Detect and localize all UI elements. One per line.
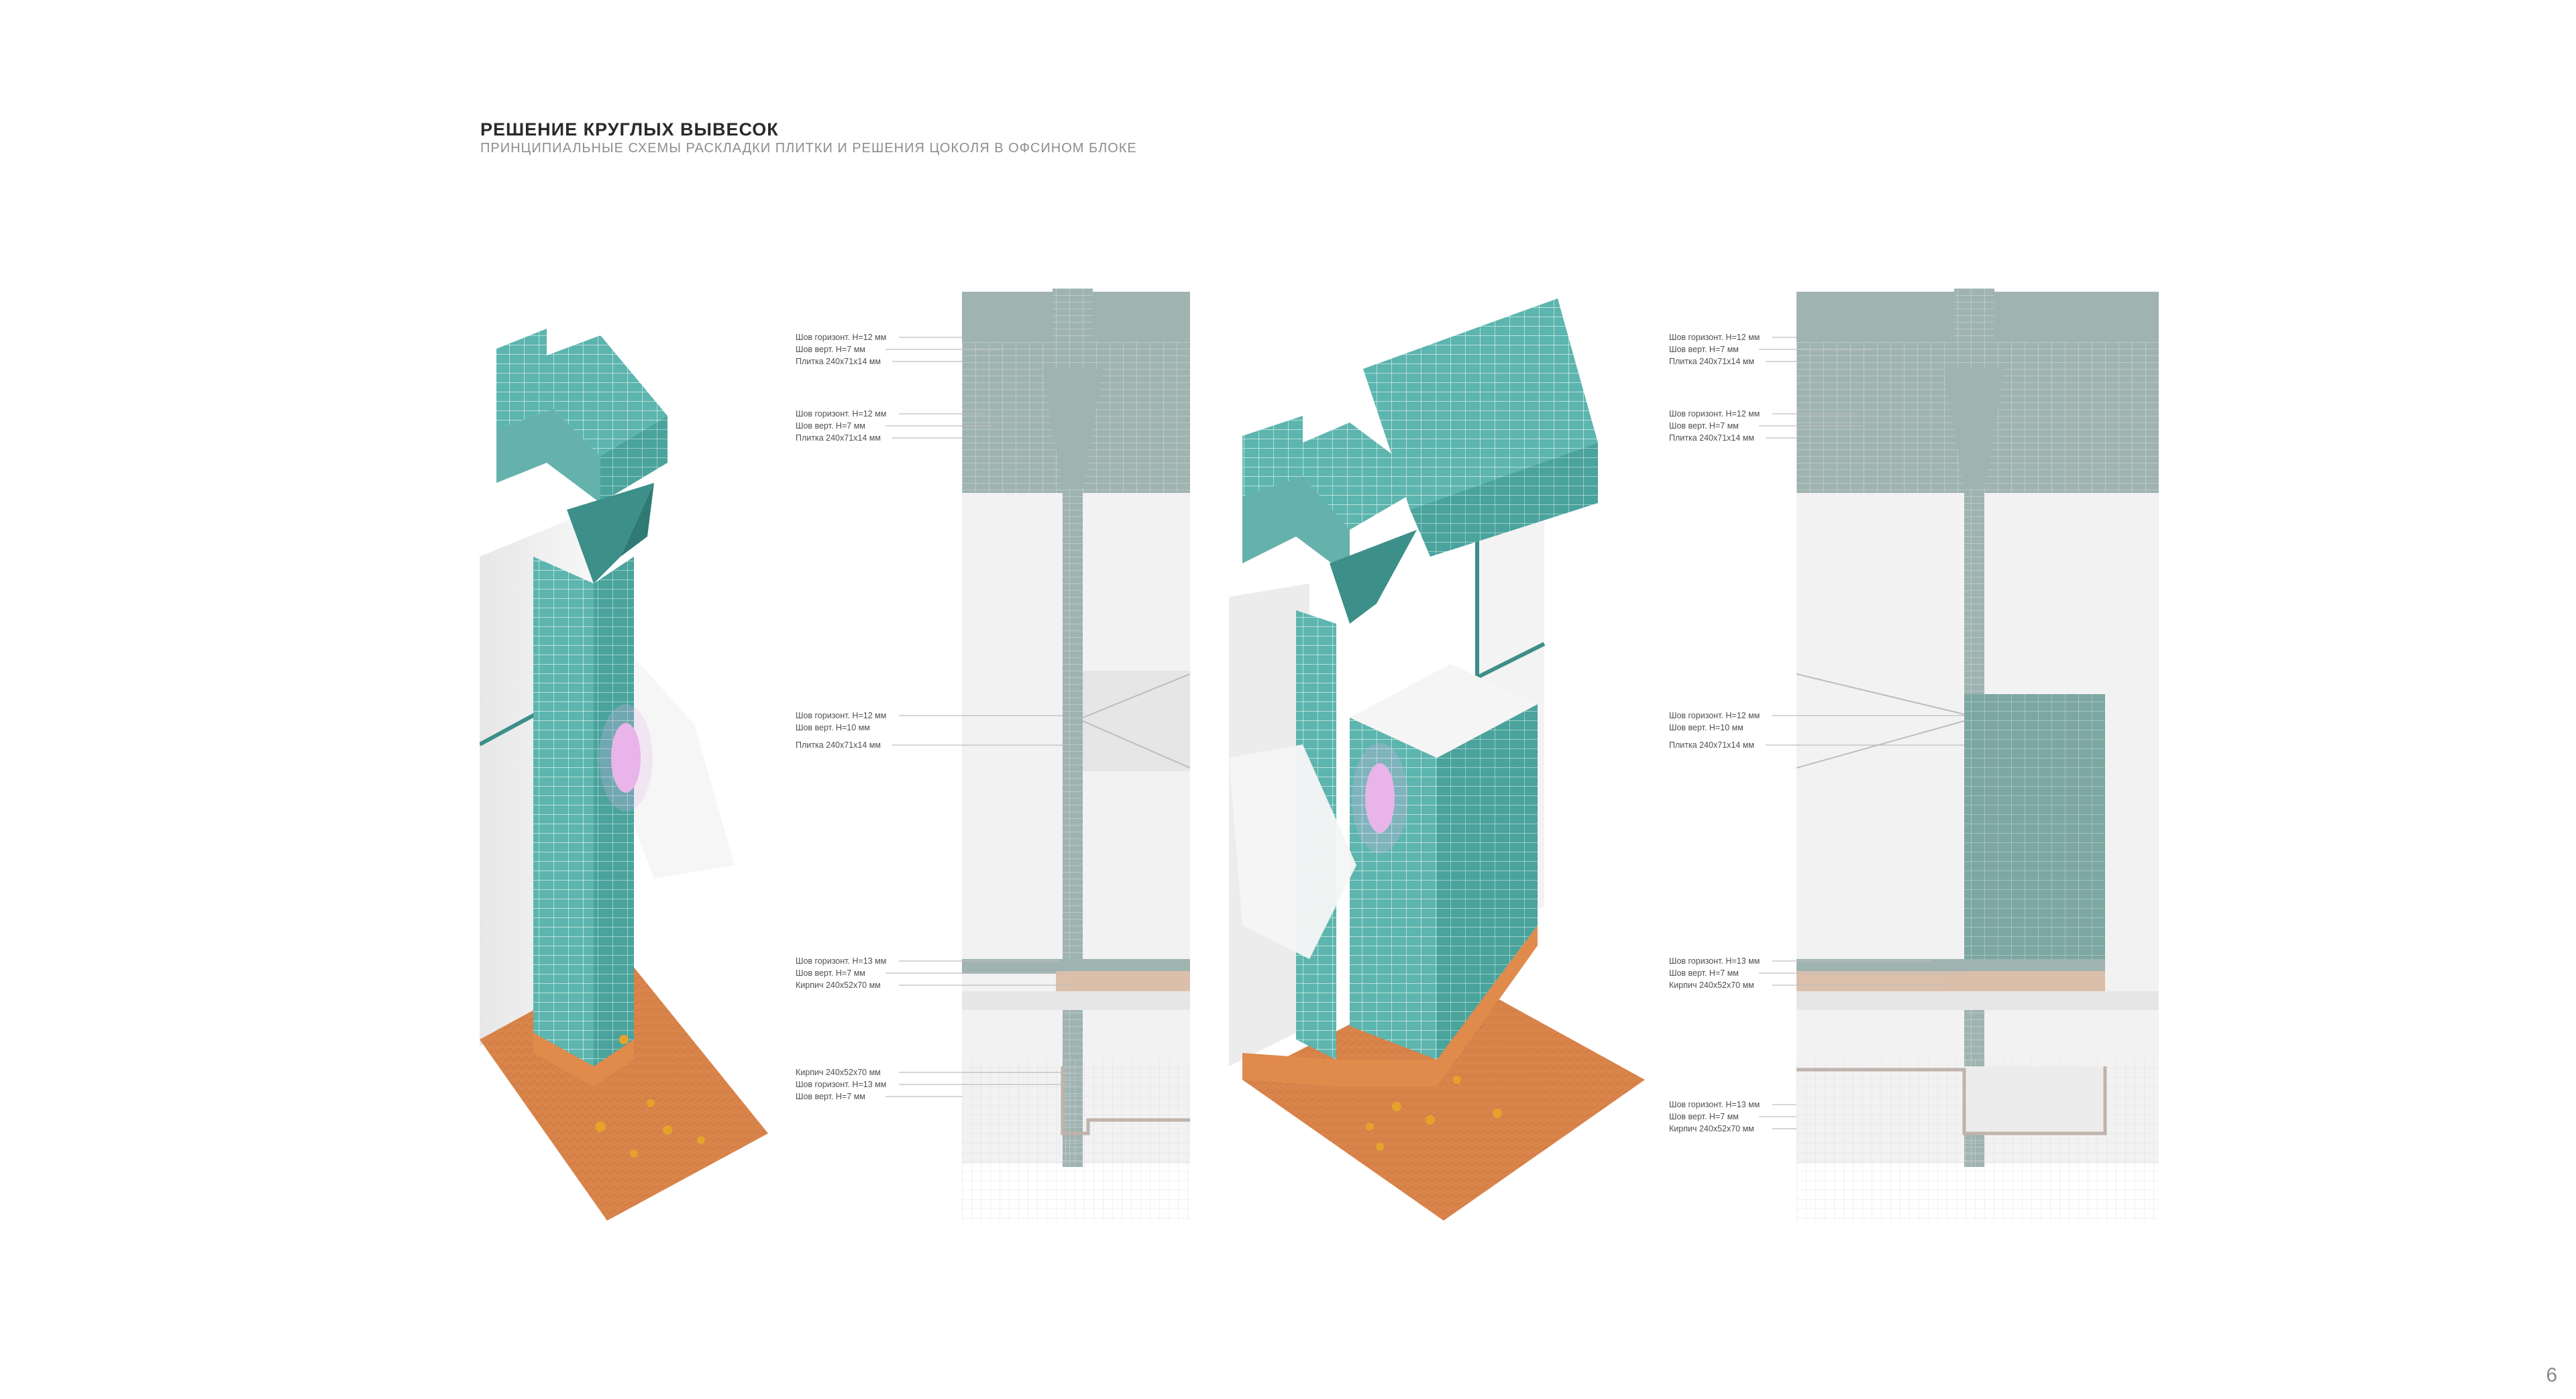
label-group-e2-base: Шов горизонт. H=13 мм Шов верт. H=7 мм К… bbox=[1669, 956, 1760, 990]
label-group-e1-top-2: Шов горизонт. H=12 мм Шов верт. H=7 мм П… bbox=[796, 409, 887, 443]
column-capital bbox=[1330, 530, 1417, 624]
column-capital-side bbox=[621, 483, 654, 557]
round-sign-glow bbox=[1352, 743, 1408, 853]
floor-decking bbox=[1242, 972, 1645, 1221]
axonometric-view-1 bbox=[480, 288, 775, 1227]
tiled-block-elevation bbox=[1964, 694, 2105, 962]
round-sign bbox=[1365, 763, 1395, 833]
glass-canopy bbox=[634, 657, 735, 879]
elevation-drawing-2 bbox=[1796, 288, 2159, 1221]
axonometric-view-2 bbox=[1229, 288, 1658, 1227]
fallen-leaves bbox=[595, 1035, 705, 1158]
tiled-block-side bbox=[1437, 704, 1538, 1060]
label-group-e2-top-2: Шов горизонт. H=12 мм Шов верт. H=7 мм П… bbox=[1669, 409, 1760, 443]
tiled-beam-long bbox=[1363, 298, 1598, 510]
plan-block-fill bbox=[1964, 1066, 2105, 1133]
round-sign bbox=[611, 723, 641, 793]
capital-elevation bbox=[1042, 369, 1103, 490]
brick-plinth bbox=[533, 1033, 634, 1086]
capital-elevation bbox=[1944, 369, 2004, 490]
label-group-e1-plan: Кирпич 240x52x70 мм Шов горизонт. H=13 м… bbox=[796, 1068, 887, 1101]
label-group-e2-top-1: Шов горизонт. H=12 мм Шов верт. H=7 мм П… bbox=[1669, 333, 1760, 366]
base-elevation bbox=[962, 959, 1190, 974]
elevation-drawing-1 bbox=[962, 288, 1190, 1221]
tiled-column-side bbox=[594, 557, 634, 1066]
tiled-beam-side bbox=[600, 416, 667, 503]
column-head bbox=[1954, 288, 1994, 342]
label-group-e1-base: Шов горизонт. H=13 мм Шов верт. H=7 мм К… bbox=[796, 956, 887, 990]
brick-base-elevation bbox=[1056, 971, 1190, 991]
window-frame bbox=[1476, 642, 1546, 679]
brick-base-elevation bbox=[1796, 971, 2105, 991]
floor-elevation bbox=[1796, 991, 2159, 1010]
plan-column-outline bbox=[1796, 1066, 2107, 1135]
label-group-e1-top-1: Шов горизонт. H=12 мм Шов верт. H=7 мм П… bbox=[796, 333, 887, 366]
column-elevation bbox=[1063, 490, 1083, 1167]
tiled-block-top bbox=[1350, 664, 1538, 758]
floor-elevation bbox=[962, 991, 1190, 1010]
plan-drawing bbox=[962, 1060, 1190, 1221]
plan-column-outline bbox=[1061, 1066, 1190, 1135]
tiled-beam-front bbox=[496, 409, 600, 503]
label-group-e1-middle: Шов горизонт. H=12 мм Шов верт. H=10 мм … bbox=[796, 711, 887, 750]
label-group-e2-middle: Шов горизонт. H=12 мм Шов верт. H=10 мм … bbox=[1669, 711, 1760, 750]
page-subtitle: ПРИНЦИПИАЛЬНЫЕ СХЕМЫ РАСКЛАДКИ ПЛИТКИ И … bbox=[480, 141, 1137, 156]
page-number: 6 bbox=[2546, 1364, 2557, 1386]
column-capital bbox=[567, 483, 654, 583]
tiled-beam-top bbox=[1242, 416, 1430, 530]
brick-plinth bbox=[1242, 926, 1538, 1086]
page-title: РЕШЕНИЕ КРУГЛЫХ ВЫВЕСОК bbox=[480, 119, 779, 139]
round-sign-glow bbox=[599, 704, 653, 812]
tiled-beam-front bbox=[1242, 476, 1350, 577]
canopy-elevation bbox=[1083, 671, 1190, 771]
tiled-beam-side bbox=[1410, 443, 1598, 557]
label-group-e2-plan: Шов горизонт. H=13 мм Шов верт. H=7 мм К… bbox=[1669, 1100, 1760, 1133]
fallen-leaves bbox=[1366, 1076, 1502, 1151]
glass-canopy bbox=[1229, 744, 1356, 959]
column-head bbox=[1053, 288, 1093, 342]
tiled-column-front bbox=[533, 557, 594, 1066]
tiled-beam-top bbox=[496, 329, 667, 456]
base-elevation bbox=[1796, 959, 2105, 974]
